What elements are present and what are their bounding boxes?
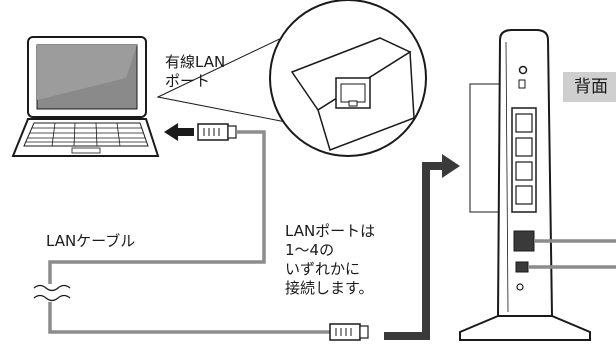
router-lan-port-3	[515, 161, 533, 181]
left-arrow-icon	[164, 123, 194, 141]
router-reset	[516, 283, 524, 291]
router-lan-port-1	[515, 113, 533, 133]
router-button	[518, 65, 528, 75]
right-arrow-icon	[442, 154, 460, 178]
router-icon	[459, 29, 591, 341]
port-label-line-1: 有線LAN	[165, 53, 226, 71]
screen-glare	[37, 45, 137, 100]
note-line-4: 接続します。	[285, 279, 374, 297]
lan-plug-icon	[197, 123, 237, 141]
connection-note: LANポートは 1〜4の いずれかに 接続します。	[285, 222, 375, 298]
cable-label: LANケーブル	[46, 232, 136, 250]
router-lan-port-4	[515, 185, 533, 205]
laptop-touchpad	[71, 147, 101, 154]
laptop-keyboard	[23, 122, 149, 147]
note-line-2: 1〜4の	[285, 241, 335, 259]
lan-plug-bottom-icon	[329, 323, 369, 341]
router-stand	[459, 315, 591, 341]
lan-port-icon	[335, 77, 371, 109]
note-line-1: LANポートは	[285, 222, 376, 240]
port-label-line-2: ポート	[165, 72, 211, 90]
router-lan-port-2	[515, 137, 533, 157]
router-indicator	[518, 79, 526, 89]
laptop-icon	[11, 36, 160, 157]
cable-break-icon	[33, 284, 71, 302]
back-badge: 背面	[563, 72, 616, 102]
note-line-3: いずれかに	[285, 260, 361, 278]
lan-cable	[48, 130, 340, 334]
ports-bracket	[469, 83, 512, 213]
laptop-base	[11, 118, 160, 157]
router-wan-port	[513, 230, 535, 252]
port-detail-icon	[269, 0, 427, 157]
connection-arrow-line	[384, 162, 444, 340]
port-label: 有線LAN ポート	[165, 53, 225, 91]
router-power-port	[515, 261, 529, 273]
